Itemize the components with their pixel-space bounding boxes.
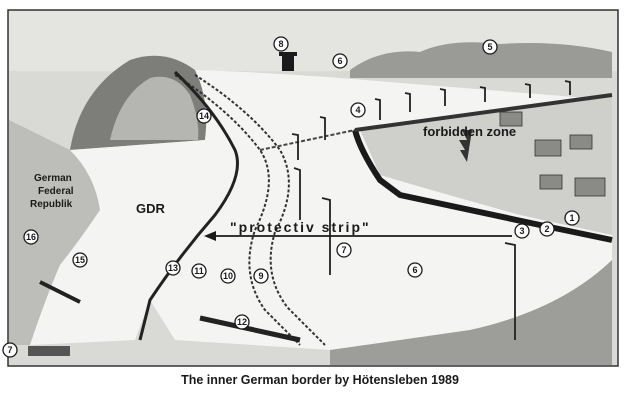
marker-circle [72,252,88,268]
watchtower [282,55,294,71]
marker-4: 4 [350,102,366,118]
marker-circle [191,263,207,279]
frg-bench [28,346,70,356]
house [569,134,593,150]
marker-circle [407,262,423,278]
lamp-post [374,98,381,120]
marker-circle [2,342,18,358]
marker-16: 16 [23,229,39,245]
house [499,111,523,127]
frg-label-line2: Federal [38,186,74,197]
marker-number: 4 [355,105,360,115]
house [539,174,563,190]
marker-circle [332,53,348,69]
marker-number: 6 [337,56,342,66]
marker-10: 10 [220,268,236,284]
marker-2: 2 [539,221,555,237]
marker-1: 1 [564,210,580,226]
marker-number: 12 [237,317,247,327]
marker-circle [234,314,250,330]
frg-fence-front [39,280,81,304]
marker-number: 16 [26,232,36,242]
lamp-posts [291,80,571,340]
marker-number: 5 [487,42,492,52]
marker-6-upper: 6 [332,53,348,69]
marker-number: 10 [223,271,233,281]
marker-14: 14 [196,108,212,124]
marker-number: 13 [168,263,178,273]
marker-7-left: 7 [2,342,18,358]
patrol-road-outer [174,74,301,346]
diagram-caption: The inner German border by Hötensleben 1… [181,373,459,387]
marker-number: 1 [569,213,574,223]
frg-area [9,120,100,345]
gdr-label: GDR [136,201,166,216]
marker-number: 7 [341,245,346,255]
marker-circle [196,108,212,124]
back-fence [259,129,356,151]
watchtower-roof [279,52,297,56]
lamp-post [504,242,516,340]
marker-circle [23,229,39,245]
marker-7-right: 7 [336,242,352,258]
marker-11: 11 [191,263,207,279]
lamp-post [293,167,301,220]
hill-left-highlight [110,76,199,140]
marker-9: 9 [253,268,269,284]
protective-strip-arrow-head [204,231,216,241]
marker-circle [336,242,352,258]
marker-circle [253,268,269,284]
marker-13: 13 [165,260,181,276]
lamp-post [524,83,531,98]
marker-3: 3 [514,223,530,239]
marker-circle [514,223,530,239]
lamp-post [404,92,411,112]
forbidden-zone-area [360,95,612,235]
marker-number: 6 [412,265,417,275]
border-wall [352,129,613,243]
marker-number: 11 [194,266,204,276]
house [574,177,606,197]
frg-label-line1: German [34,173,72,184]
forbidden-zone-label: forbidden zone [423,124,516,139]
gdr-area [30,140,243,345]
marker-5: 5 [482,39,498,55]
house [534,139,562,157]
marker-number: 9 [258,271,263,281]
marker-circle [564,210,580,226]
patrol-road-inner [194,74,326,346]
village-buildings [499,111,606,197]
tree [459,130,472,162]
frg-label-line3: Republik [30,199,73,210]
marker-number: 7 [7,345,12,355]
marker-number: 15 [75,255,85,265]
lamp-post [321,197,331,275]
marker-circle [165,260,181,276]
marker-8: 8 [273,36,289,52]
marker-circle [350,102,366,118]
protective-strip-label: "protectiv strip" [230,219,371,235]
lamp-post [479,86,486,102]
marker-circle [539,221,555,237]
lamp-post [564,80,571,95]
marker-number: 3 [519,226,524,236]
tree-line-right [350,42,612,78]
vehicle-barrier [199,315,301,343]
foreground-ground [330,260,612,365]
marker-number: 2 [544,224,549,234]
marker-15: 15 [72,252,88,268]
marker-circle [220,268,236,284]
lamp-post [319,116,326,140]
marker-12: 12 [234,314,250,330]
marker-circle [482,39,498,55]
lamp-post [291,133,299,160]
border-wall-back [354,93,613,132]
marker-number: 8 [278,39,283,49]
lamp-post [439,88,446,106]
marker-6-lower: 6 [407,262,423,278]
marker-number: 14 [199,111,209,121]
marker-circle [273,36,289,52]
